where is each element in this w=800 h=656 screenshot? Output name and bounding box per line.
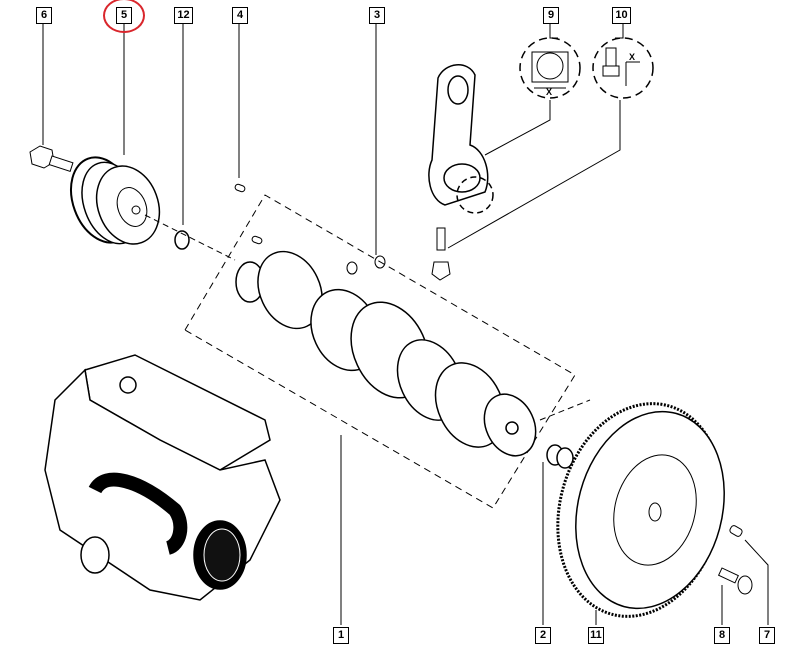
callout-11[interactable]: 11 xyxy=(588,627,604,644)
dimension-x-10: X xyxy=(629,52,635,62)
leader-7 xyxy=(744,539,769,625)
thrust-washer-a xyxy=(346,261,358,275)
crankshaft-pulley xyxy=(70,156,161,245)
callout-3[interactable]: 3 xyxy=(369,7,385,24)
bolt-stretch-detail xyxy=(602,47,640,86)
leader-9b xyxy=(484,100,551,156)
crankshaft xyxy=(235,250,537,457)
leader-9 xyxy=(549,24,558,39)
callout-7[interactable]: 7 xyxy=(759,627,775,644)
engine-assembly-illustration xyxy=(44,354,281,601)
flywheel xyxy=(556,402,725,618)
dowel-pin xyxy=(729,525,743,537)
callout-6[interactable]: 6 xyxy=(36,7,52,24)
woodruff-key-b xyxy=(251,235,263,245)
callout-4[interactable]: 4 xyxy=(232,7,248,24)
pulley-bolt xyxy=(29,145,74,172)
pilot-bearing xyxy=(546,444,574,469)
callout-12[interactable]: 12 xyxy=(174,7,193,24)
thrust-washer-b xyxy=(374,255,386,269)
leader-10 xyxy=(615,24,624,39)
dimension-x-9: X xyxy=(546,87,552,97)
detail-10-circle xyxy=(592,37,654,99)
axis-line xyxy=(144,214,236,261)
flywheel-bolt xyxy=(717,567,753,595)
detail-9-circle xyxy=(519,37,581,99)
callout-5[interactable]: 5 xyxy=(116,7,132,24)
woodruff-key-a xyxy=(234,183,246,193)
bearing-detail xyxy=(531,51,569,89)
callout-8[interactable]: 8 xyxy=(714,627,730,644)
callout-10[interactable]: 10 xyxy=(612,7,631,24)
connecting-rod xyxy=(428,64,494,214)
callout-2[interactable]: 2 xyxy=(535,627,551,644)
leader-10b xyxy=(447,100,621,249)
connecting-rod-bolt xyxy=(431,227,451,281)
callout-9[interactable]: 9 xyxy=(543,7,559,24)
callout-1[interactable]: 1 xyxy=(333,627,349,644)
flywheel-axis xyxy=(539,399,591,421)
